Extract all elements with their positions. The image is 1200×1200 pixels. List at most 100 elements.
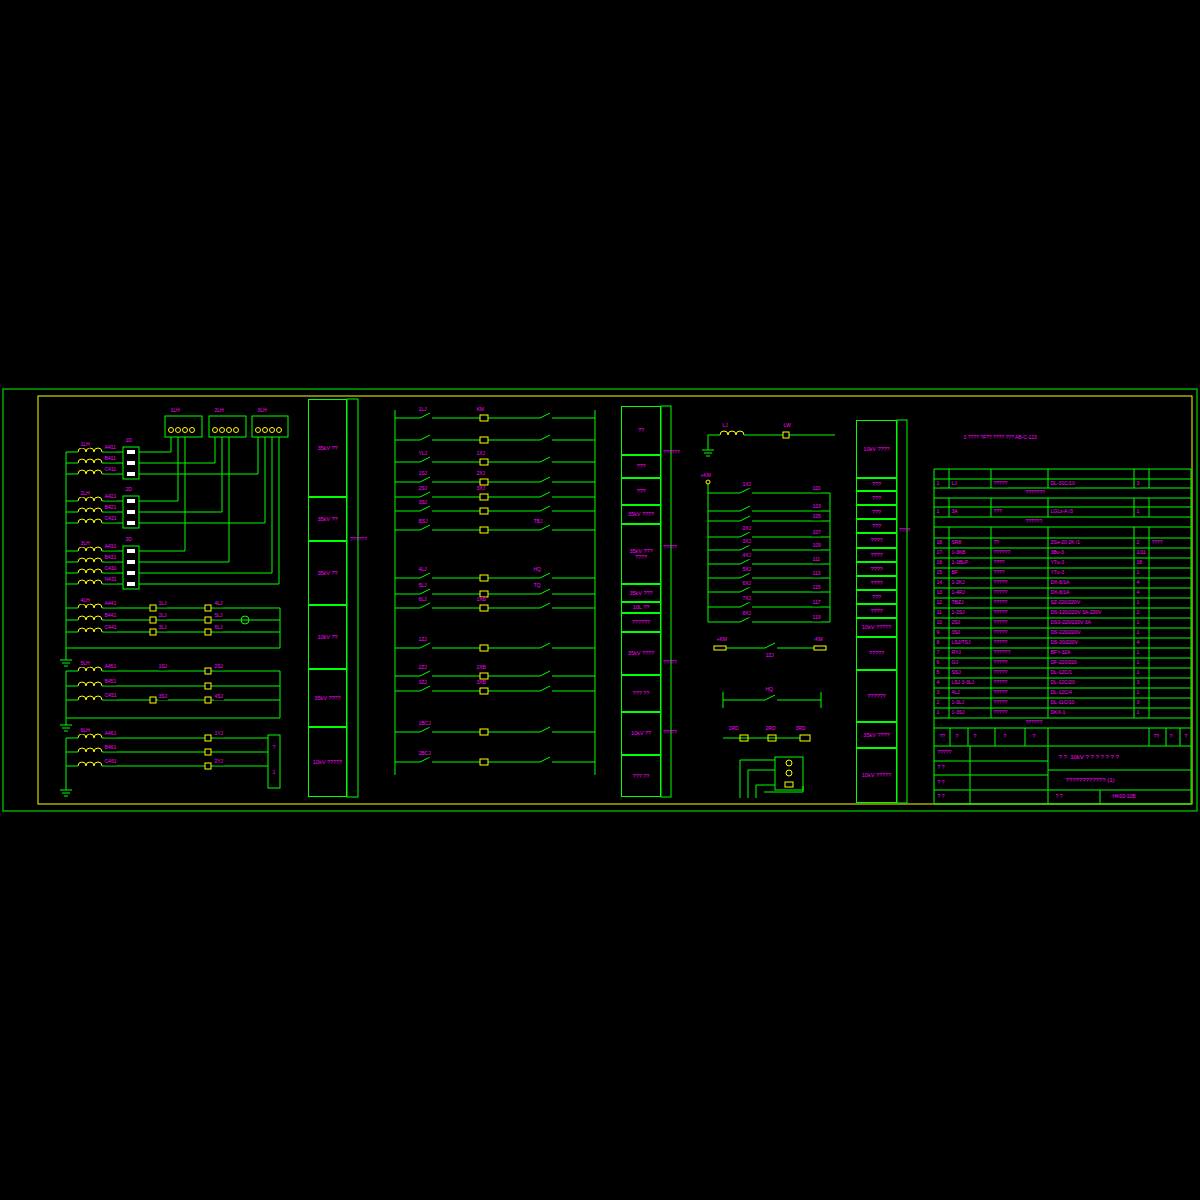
drawing-label: 115 — [812, 585, 821, 591]
drawing-label: 1RD — [728, 726, 739, 732]
drawing-label: 1BCJ — [418, 721, 431, 727]
band-cell: ??? — [856, 491, 897, 505]
drawing-label: 3A — [951, 509, 958, 515]
drawing-label: ? ? — [1055, 794, 1063, 800]
drawing-label: ? — [272, 745, 276, 751]
band-text: 10kV ?? — [631, 730, 651, 736]
terminal-circle — [256, 428, 261, 433]
drawing-label: 117 — [812, 600, 821, 606]
drawing-label: 1 — [1136, 600, 1140, 606]
drawing-label: B441 — [104, 613, 117, 619]
band-cell: 10kV ?? — [621, 712, 661, 755]
drawing-label: ????? — [993, 710, 1008, 716]
drawing-label: 1D — [125, 438, 132, 444]
terminal-circle — [176, 428, 181, 433]
drawing-label: ????? — [993, 680, 1008, 686]
drawing-label: 2 — [1136, 610, 1140, 616]
drawing-label: LSJ/TSJ — [951, 640, 971, 646]
drawing-label: ???? — [993, 570, 1005, 576]
terminal-link — [127, 582, 135, 586]
drawing-label: ?????? — [350, 537, 355, 543]
drawing-label: ????? — [993, 630, 1008, 636]
band-cell: ???? — [856, 562, 897, 576]
band-text: 10kV ????? — [862, 624, 891, 630]
drawing-label: LSJ 3-3LJ — [951, 680, 975, 686]
drawing-label: 1LH — [80, 442, 90, 448]
drawing-label: 3SJ — [951, 630, 961, 636]
relay-coil — [150, 697, 156, 703]
drawing-label: DL-31C/10 — [1050, 481, 1075, 487]
band-cell: 35kV ??? — [621, 584, 661, 602]
band-text: 35kV ??? — [629, 590, 652, 596]
relay-coil — [150, 629, 156, 635]
drawing-label: TBZJ — [951, 600, 964, 606]
band-text: 10kV ????? — [313, 759, 342, 765]
band-text: ??? — [636, 488, 645, 494]
drawing-label: 2ZJ — [418, 665, 427, 671]
band-text: 35kV ?? — [317, 570, 337, 576]
drawing-label: HQ — [533, 567, 542, 573]
drawing-label: 17 — [936, 550, 943, 556]
signal-symbols — [706, 432, 826, 790]
drawing-label: 1LJ — [418, 407, 427, 413]
drawing-label: 119 — [812, 615, 821, 621]
drawing-label: 3RD — [795, 726, 806, 732]
drawing-label: A441 — [104, 601, 117, 607]
band-text: ??? — [872, 509, 881, 515]
band-text: ??? — [872, 594, 881, 600]
bus-terminal — [706, 480, 710, 484]
relay-coil — [205, 697, 211, 703]
drawing-label: 107 — [812, 530, 821, 536]
band-column — [897, 420, 907, 803]
drawing-label: 1 — [936, 710, 940, 716]
drawing-label: HK02-10B — [1112, 794, 1136, 800]
drawing-label: KM — [476, 407, 485, 413]
drawing-label: 3 ???? ?F?? ???? ??? AB-C-123 — [963, 435, 1037, 441]
drawing-label: ?????? — [1025, 519, 1043, 525]
bus-bar — [814, 646, 826, 650]
drawing-label: 101 — [812, 486, 821, 492]
relay-coil — [783, 432, 789, 438]
drawing-label: DS-220/220V — [1050, 630, 1081, 636]
terminal-circle — [227, 428, 232, 433]
drawing-label: ??????? — [1025, 490, 1045, 496]
drawing-label: ?????? — [1025, 720, 1043, 726]
drawing-label: 6LJ — [418, 597, 427, 603]
drawing-label: +KM — [700, 473, 711, 479]
drawing-label: 1 — [936, 481, 940, 487]
drawing-label: ????? — [663, 730, 668, 736]
band-text: 10kV ????? — [862, 772, 891, 778]
relay-coil — [150, 617, 156, 623]
drawing-label: BSJ — [418, 519, 428, 525]
drawing-label: 1 — [1136, 670, 1140, 676]
terminal-box — [209, 416, 246, 437]
drawing-label: 13 — [936, 590, 943, 596]
band-cell: ?????? — [621, 613, 661, 632]
relay-coil — [480, 508, 488, 514]
drawing-label: 4XJ — [742, 553, 752, 559]
band-text: ??? — [872, 495, 881, 501]
drawing-label: 3XJ — [476, 486, 486, 492]
band-text: ???? — [870, 552, 882, 558]
drawing-label: 4LJ — [418, 567, 427, 573]
switch-box — [775, 757, 803, 790]
drawing-label: ????? — [993, 670, 1008, 676]
drawing-label: 1-2KJ — [951, 580, 965, 586]
drawing-label: LJ — [951, 481, 957, 487]
band-cell: ???? — [856, 533, 897, 548]
drawing-label: 3XJ — [742, 539, 752, 545]
drawing-label: A431 — [104, 544, 117, 550]
drawing-label: 4SJ — [214, 694, 224, 700]
drawing-label: C421 — [104, 516, 117, 522]
drawing-label: ? ? 10kV ? ? ? ? ? ? ? — [1058, 754, 1119, 761]
band-text: ??? — [636, 463, 645, 469]
band-text: 35kV ???? — [314, 695, 340, 701]
drawing-label: ????? — [993, 590, 1008, 596]
terminal-link — [127, 560, 135, 564]
terminal-link — [127, 461, 135, 465]
relay-coil — [480, 494, 488, 500]
terminal-links — [127, 450, 135, 586]
drawing-label: RYJ — [951, 650, 961, 656]
drawing-label: SSJ — [951, 670, 961, 676]
